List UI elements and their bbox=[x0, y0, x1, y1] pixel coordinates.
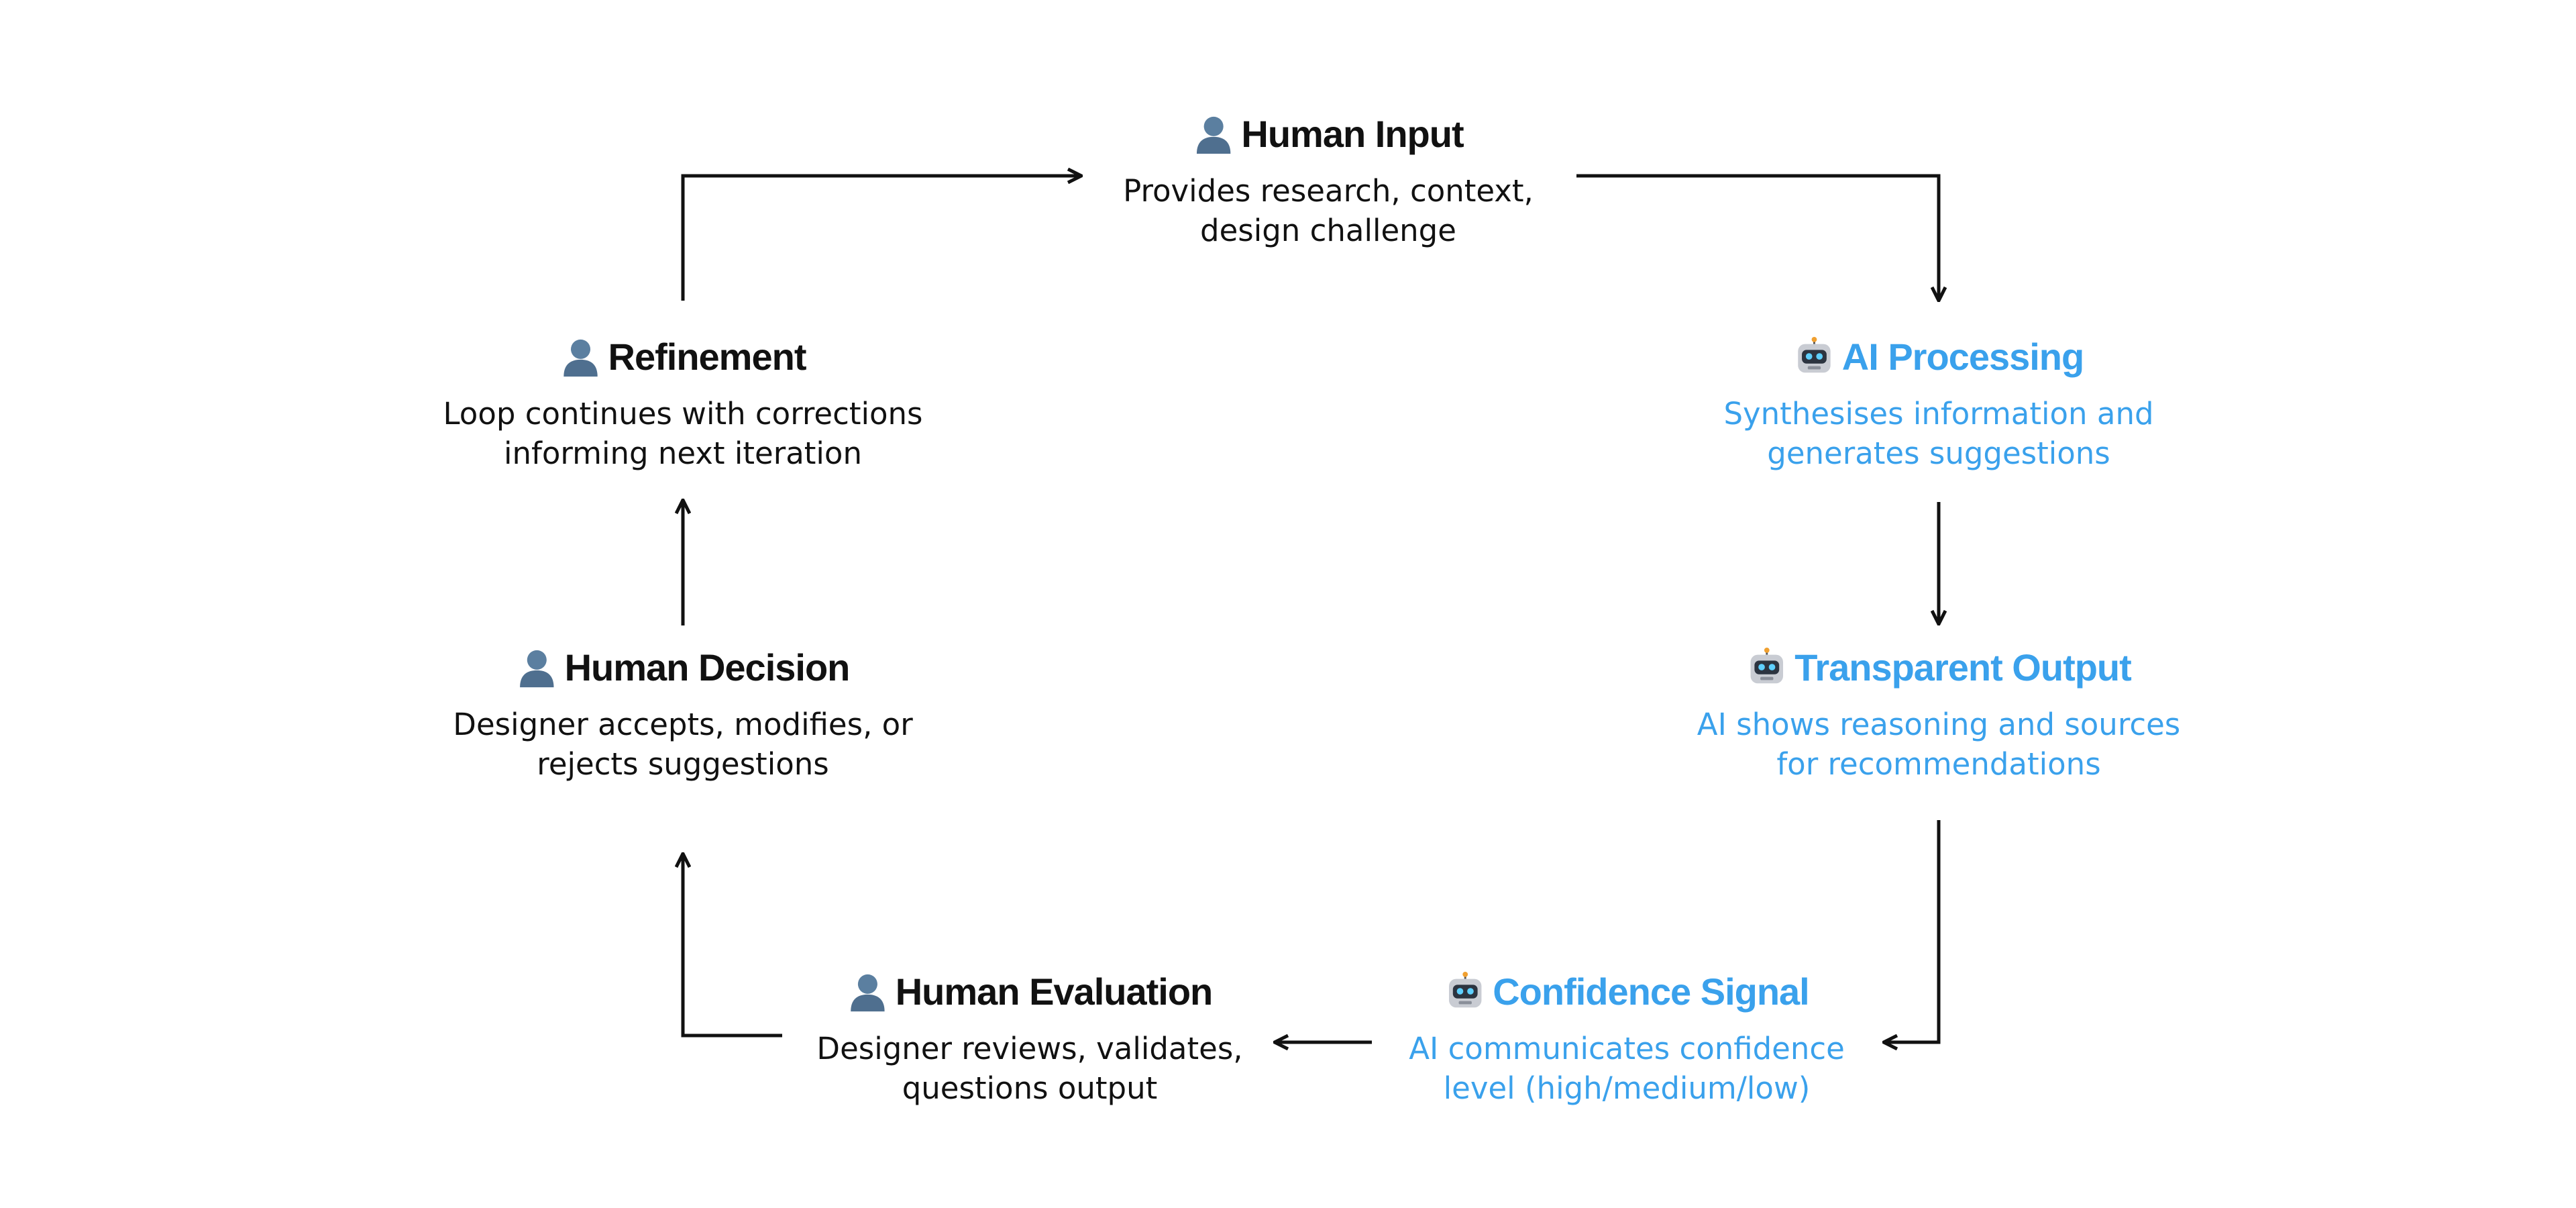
description-line: AI communicates confidence bbox=[1409, 1031, 1845, 1066]
description-line: design challenge bbox=[1200, 213, 1456, 248]
arrow-evaluation-to-decision bbox=[683, 854, 782, 1038]
description-line: generates suggestions bbox=[1767, 436, 2110, 471]
node-title: Human Evaluation bbox=[895, 970, 1214, 1013]
arrow-output-to-confidence bbox=[1884, 820, 1941, 1042]
description-line: Synthesises information and bbox=[1723, 396, 2154, 432]
node-ai-processing: AI Processing Synthesises information an… bbox=[1723, 334, 2153, 473]
robot-icon bbox=[1750, 647, 1784, 684]
person-icon bbox=[1197, 116, 1231, 154]
node-description: Designer reviews, validates, questions o… bbox=[816, 1029, 1242, 1108]
person-icon bbox=[520, 650, 554, 688]
node-title: Refinement bbox=[608, 336, 807, 378]
robot-icon bbox=[1449, 971, 1482, 1008]
robot-icon bbox=[1798, 336, 1831, 373]
node-description: Designer accepts, modifies, or rejects s… bbox=[453, 705, 912, 784]
node-confidence-signal: Confidence Signal AI communicates confid… bbox=[1409, 968, 1845, 1108]
node-description: AI communicates confidence level (high/m… bbox=[1409, 1029, 1845, 1108]
description-line: level (high/medium/low) bbox=[1443, 1070, 1811, 1106]
description-line: Designer accepts, modifies, or bbox=[453, 707, 913, 742]
node-human-input: Human Input Provides research, context, … bbox=[1123, 111, 1534, 250]
node-title: Human Input bbox=[1241, 113, 1464, 155]
person-icon bbox=[851, 974, 885, 1012]
node-description: Loop continues with corrections informin… bbox=[443, 394, 923, 473]
description-line: for recommendations bbox=[1776, 746, 2101, 782]
description-line: informing next iteration bbox=[504, 436, 862, 471]
node-title: Human Decision bbox=[564, 646, 851, 689]
node-description: AI shows reasoning and sources for recom… bbox=[1697, 705, 2180, 784]
node-refinement: Refinement Loop continues with correctio… bbox=[443, 334, 923, 473]
description-line: rejects suggestions bbox=[537, 746, 829, 782]
node-title: AI Processing bbox=[1841, 336, 2084, 378]
description-line: AI shows reasoning and sources bbox=[1697, 707, 2181, 742]
description-line: questions output bbox=[902, 1070, 1158, 1106]
node-transparent-output: Transparent Output AI shows reasoning an… bbox=[1697, 644, 2180, 784]
description-line: Provides research, context, bbox=[1123, 173, 1534, 209]
description-line: Loop continues with corrections bbox=[443, 396, 923, 432]
node-human-evaluation: Human Evaluation Designer reviews, valid… bbox=[816, 968, 1242, 1108]
description-line: Designer reviews, validates, bbox=[816, 1031, 1243, 1066]
node-description: Synthesises information and generates su… bbox=[1723, 394, 2153, 473]
person-icon bbox=[564, 339, 598, 377]
node-title: Transparent Output bbox=[1794, 646, 2132, 689]
node-title: Confidence Signal bbox=[1493, 970, 1809, 1013]
node-description: Provides research, context, design chall… bbox=[1123, 171, 1534, 250]
arrow-input-to-processing bbox=[1576, 174, 1939, 301]
arrow-refinement-to-input bbox=[681, 176, 1081, 301]
node-human-decision: Human Decision Designer accepts, modifie… bbox=[453, 644, 912, 784]
